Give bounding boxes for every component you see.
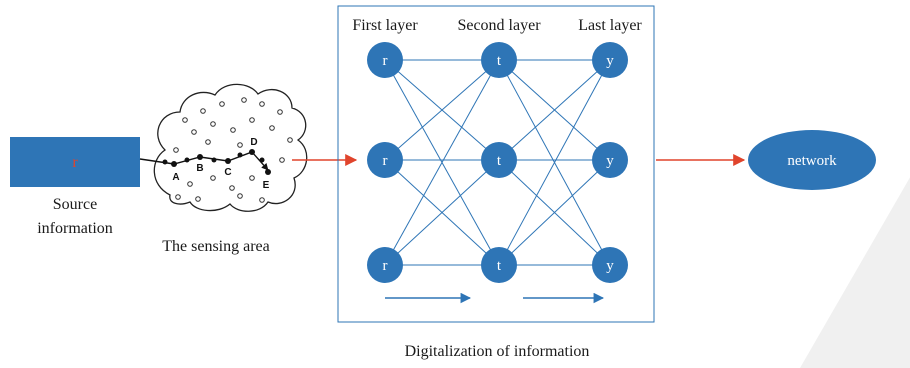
source-box: [10, 137, 140, 187]
second-layer-node-3-label: t: [497, 258, 502, 274]
last-layer-node-2: y: [592, 142, 628, 178]
network-label: network: [787, 153, 837, 169]
sensing-area-label: The sensing area: [162, 238, 270, 255]
second-layer-node-1-label: t: [497, 53, 502, 69]
sensing-point-e: E: [263, 180, 270, 191]
sensing-point-d: D: [250, 137, 257, 148]
first-layer-node-2: r: [367, 142, 403, 178]
last-layer-title: Last layer: [578, 17, 642, 34]
first-layer-node-2-label: r: [383, 153, 388, 169]
last-layer-node-3: y: [592, 247, 628, 283]
sensing-area-cloud: [139, 83, 308, 212]
second-layer-node-2-label: t: [497, 153, 502, 169]
digitalization-label: Digitalization of information: [405, 343, 590, 360]
connections-first-second: [384, 59, 500, 266]
last-layer-node-1-label: y: [606, 53, 614, 69]
layers-box: [337, 5, 655, 323]
network-node: [748, 130, 876, 190]
sensing-point-c: C: [224, 167, 231, 178]
last-layer-node-3-label: y: [606, 258, 614, 274]
source-label-line1: Source: [53, 196, 97, 213]
last-layer-node-1: y: [592, 42, 628, 78]
second-layer-title: Second layer: [457, 17, 541, 34]
connections-second-last: [498, 59, 611, 266]
last-layer-node-2-label: y: [606, 153, 614, 169]
sensing-point-a: A: [172, 172, 179, 183]
first-layer-node-1: r: [367, 42, 403, 78]
sensing-point-b: B: [196, 163, 203, 174]
second-layer-node-1: t: [481, 42, 517, 78]
first-layer-node-3-label: r: [383, 258, 388, 274]
source-label-line2: information: [37, 220, 113, 237]
second-layer-node-2: t: [481, 142, 517, 178]
first-layer-node-3: r: [367, 247, 403, 283]
source-symbol: r: [72, 154, 78, 171]
first-layer-node-1-label: r: [383, 53, 388, 69]
first-layer-title: First layer: [352, 17, 418, 34]
second-layer-node-3: t: [481, 247, 517, 283]
